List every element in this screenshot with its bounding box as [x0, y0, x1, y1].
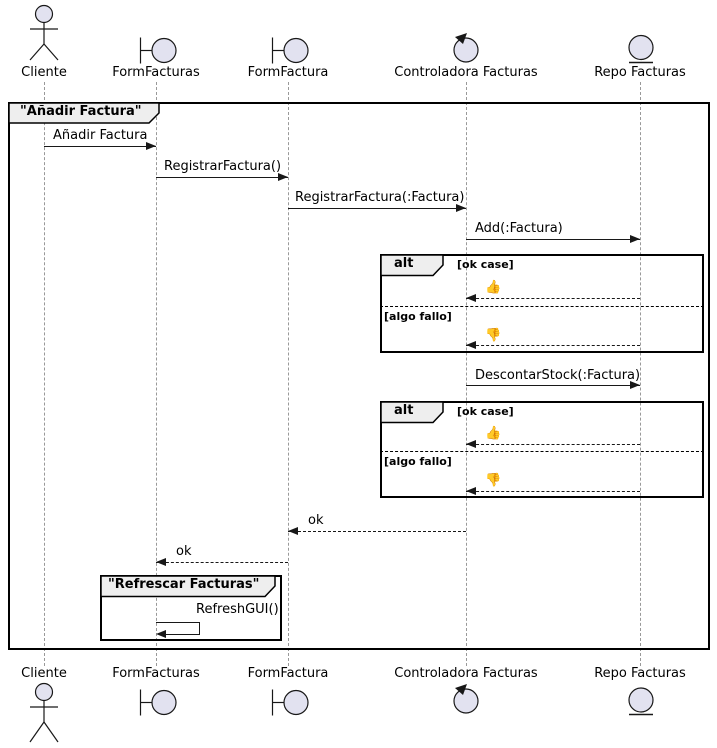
participant-label-controladora: Controladora Facturas: [394, 65, 538, 80]
arrow-left-icon: [156, 630, 166, 638]
participant-label-controladora: Controladora Facturas: [394, 666, 538, 681]
actor-icon: [29, 4, 59, 61]
arrow-right-icon: [630, 235, 640, 243]
self-message-line: [156, 622, 200, 623]
boundary-icon: [139, 689, 177, 716]
boundary-icon: [271, 37, 309, 64]
lifeline-repo-facturas: [640, 82, 641, 666]
arrow-left-icon: [466, 440, 476, 448]
message-label: RegistrarFactura(): [164, 159, 282, 174]
message-line: [466, 385, 640, 386]
arrow-left-icon: [466, 487, 476, 495]
control-icon: [453, 684, 479, 714]
arrow-left-icon: [466, 341, 476, 349]
guard-label: [ok case]: [457, 405, 514, 418]
return-line: [466, 491, 640, 492]
arrow-right-icon: [630, 381, 640, 389]
message-line: [44, 146, 156, 147]
alt-operator-label: alt: [394, 256, 414, 271]
guard-label: [algo fallo]: [384, 310, 452, 323]
participant-label-formfacturas: FormFacturas: [112, 666, 200, 681]
control-icon: [453, 33, 479, 63]
guard-label: [ok case]: [457, 258, 514, 271]
group-title: "Refrescar Facturas": [108, 577, 260, 592]
alt-operator-tab: [380, 401, 444, 424]
message-line: [288, 208, 466, 209]
entity-icon: [628, 687, 654, 716]
message-label: 👍: [485, 426, 502, 441]
guard-label: [algo fallo]: [384, 455, 452, 468]
lifeline-controladora-facturas: [466, 82, 467, 666]
participant-label-cliente: Cliente: [21, 666, 67, 681]
frame-title: "Añadir Factura": [20, 104, 142, 119]
arrow-left-icon: [156, 558, 166, 566]
message-label: Add(:Factura): [475, 221, 563, 236]
message-line: [156, 177, 288, 178]
message-label: ok: [176, 544, 192, 559]
arrow-left-icon: [466, 294, 476, 302]
participant-label-repo: Repo Facturas: [594, 666, 686, 681]
self-message-line: [199, 622, 200, 635]
message-label: RefreshGUI(): [196, 602, 279, 617]
frame-anadir-factura: [8, 102, 710, 650]
arrow-right-icon: [146, 142, 156, 150]
participant-label-cliente: Cliente: [21, 65, 67, 80]
actor-icon: [29, 682, 59, 743]
alt-fragment-1: [380, 254, 704, 353]
participant-label-formfactura: FormFactura: [247, 65, 329, 80]
message-line: [466, 239, 640, 240]
return-line: [288, 531, 466, 532]
alt-fragment-2: [380, 401, 704, 498]
arrow-left-icon: [288, 527, 298, 535]
participant-label-repo: Repo Facturas: [594, 65, 686, 80]
return-line: [156, 562, 288, 563]
return-line: [466, 444, 640, 445]
message-label: 👍: [485, 280, 502, 295]
message-label: DescontarStock(:Factura): [475, 368, 641, 383]
message-label: ok: [308, 513, 324, 528]
message-label: 👎: [485, 328, 502, 343]
participant-label-formfactura: FormFactura: [247, 666, 329, 681]
boundary-icon: [139, 37, 177, 64]
entity-icon: [628, 34, 654, 64]
alt-operator-label: alt: [394, 403, 414, 418]
participant-label-formfacturas: FormFacturas: [112, 65, 200, 80]
alt-operator-tab: [380, 254, 444, 277]
arrow-right-icon: [456, 204, 466, 212]
lifeline-cliente: [44, 82, 45, 666]
boundary-icon: [271, 689, 309, 716]
lifeline-formfacturas: [156, 82, 157, 666]
group-title-tab: [100, 575, 276, 598]
return-line: [466, 298, 640, 299]
message-label: 👎: [485, 473, 502, 488]
alt-divider: [380, 306, 704, 307]
arrow-right-icon: [278, 173, 288, 181]
frame-title-tab: [8, 102, 160, 124]
alt-divider: [380, 451, 704, 452]
lifeline-formfactura: [288, 82, 289, 666]
self-message-line: [162, 634, 200, 635]
message-label: RegistrarFactura(:Factura): [295, 190, 465, 205]
return-line: [466, 345, 640, 346]
message-label: Añadir Factura: [53, 128, 148, 143]
